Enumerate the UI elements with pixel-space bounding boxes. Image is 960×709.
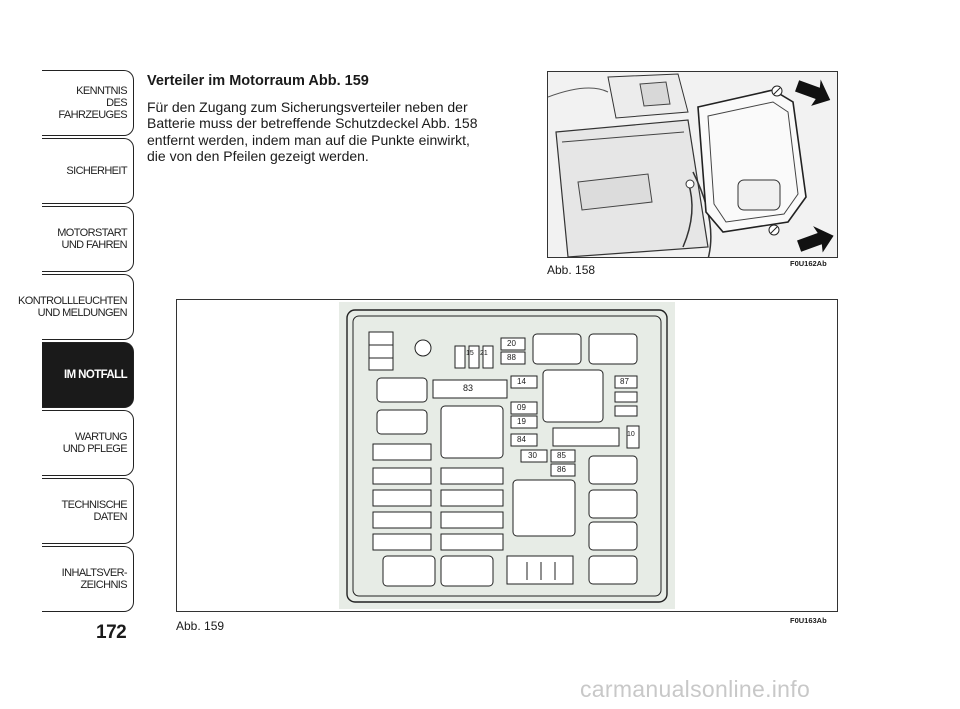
fuse-label: 84 [517, 435, 526, 444]
tab-wartung[interactable]: WARTUNG UND PFLEGE [42, 410, 134, 476]
fuse-label: 86 [557, 465, 566, 474]
fuse-box-diagram [339, 302, 675, 609]
tab-inhaltsverzeichnis[interactable]: INHALTSVER- ZEICHNIS [42, 546, 134, 612]
fuse-label: 21 [480, 350, 488, 357]
fuse-label: 10 [627, 431, 635, 438]
figure-158 [547, 71, 838, 258]
figure-158-code: F0U162Ab [790, 259, 827, 268]
figure-159-code: F0U163Ab [790, 616, 827, 625]
tab-sicherheit[interactable]: SICHERHEIT [42, 138, 134, 204]
fuse-label: 87 [620, 377, 629, 386]
tab-kenntnis[interactable]: KENNTNIS DES FAHRZEUGES [42, 70, 134, 136]
figure-159-caption: Abb. 159 [176, 619, 225, 633]
fuse-label: 14 [517, 377, 526, 386]
section-heading: Verteiler im Motorraum Abb. 159 [147, 73, 369, 89]
fuse-label: 83 [463, 383, 474, 393]
tab-im-notfall[interactable]: IM NOTFALL [42, 342, 134, 408]
figure-159: 20 15 21 88 83 14 87 09 19 84 10 30 85 8… [176, 299, 838, 612]
fuse-label: 85 [557, 451, 566, 460]
tab-technische-daten[interactable]: TECHNISCHE DATEN [42, 478, 134, 544]
figure-158-caption: Abb. 158 [547, 263, 596, 277]
page-number: 172 [96, 622, 127, 643]
body-paragraph: Für den Zugang zum Sicherungsverteiler n… [147, 99, 478, 164]
fuse-label: 88 [507, 353, 516, 362]
fuse-label: 30 [528, 451, 537, 460]
tab-kontrollleuchten[interactable]: KONTROLLLEUCHTEN UND MELDUNGEN [18, 274, 134, 340]
fuse-label: 19 [517, 417, 526, 426]
watermark: carmanualsonline.info [580, 676, 811, 702]
fuse-label: 20 [507, 339, 516, 348]
fuse-label: 15 [466, 350, 474, 357]
engine-bay-illustration [548, 72, 837, 257]
tab-motorstart[interactable]: MOTORSTART UND FAHREN [42, 206, 134, 272]
fuse-label: 09 [517, 403, 526, 412]
